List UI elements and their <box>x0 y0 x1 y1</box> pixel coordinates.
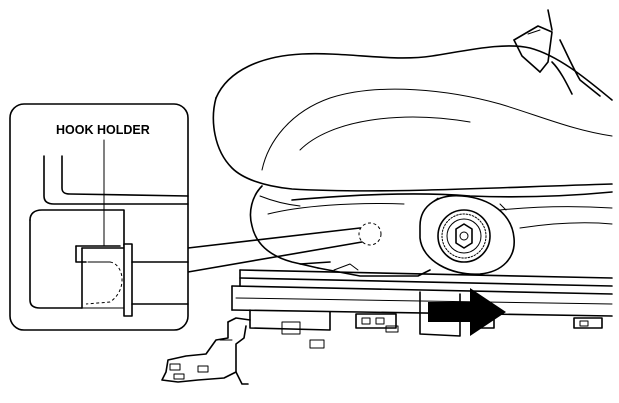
seat-side-frame <box>249 185 613 269</box>
gear-hex-bolt <box>455 223 473 249</box>
hook-holder-part <box>123 243 133 317</box>
inset-frame <box>9 103 189 331</box>
seat-cushion <box>212 9 613 192</box>
hook-holder-label: HOOK HOLDER <box>56 123 150 137</box>
recliner-mechanism <box>419 194 515 275</box>
mounting-bracket <box>161 317 251 385</box>
callout-leader <box>187 227 363 273</box>
direction-arrow <box>428 288 506 336</box>
detail-inset: HOOK HOLDER <box>9 103 189 331</box>
seat-rail <box>231 261 613 349</box>
hook-holder-location-marker <box>358 222 382 246</box>
